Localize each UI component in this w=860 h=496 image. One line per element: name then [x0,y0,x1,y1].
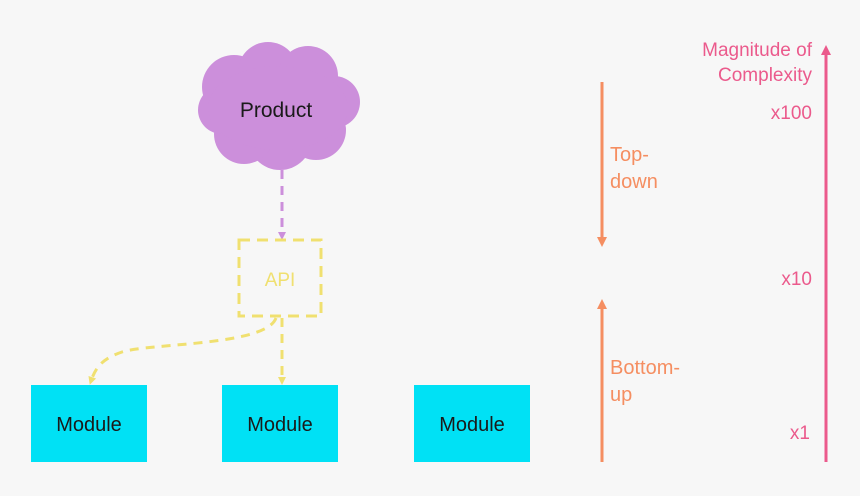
top-down-label-line1: Top- [610,144,649,166]
complexity-level-x1: x1 [790,423,810,444]
module-3: Module [414,385,530,462]
module-2: Module [222,385,338,462]
bottom-up-indicator: Bottom- up [597,299,680,462]
complexity-level-x100: x100 [771,103,812,124]
top-down-label-line2: down [610,171,658,193]
module-1-label: Module [56,414,122,436]
api-box [237,238,323,318]
complexity-axis: Magnitude of Complexity x100 x10 x1 [702,40,831,462]
module-2-label: Module [247,414,313,436]
bottom-up-label-line2: up [610,384,632,406]
api-node: API [237,238,323,318]
complexity-level-x10: x10 [781,269,812,290]
bottom-up-label-line1: Bottom- [610,357,680,379]
module-1: Module [31,385,147,462]
complexity-title-line2: Complexity [718,65,812,86]
module-3-label: Module [439,414,505,436]
top-down-indicator: Top- down [597,82,658,247]
cloud-icon [198,42,360,170]
api-to-module-1-arrow [88,317,278,385]
api-label: API [265,270,296,291]
complexity-title-line1: Magnitude of [702,40,813,61]
product-node: Product [198,42,360,170]
product-label: Product [240,99,313,122]
